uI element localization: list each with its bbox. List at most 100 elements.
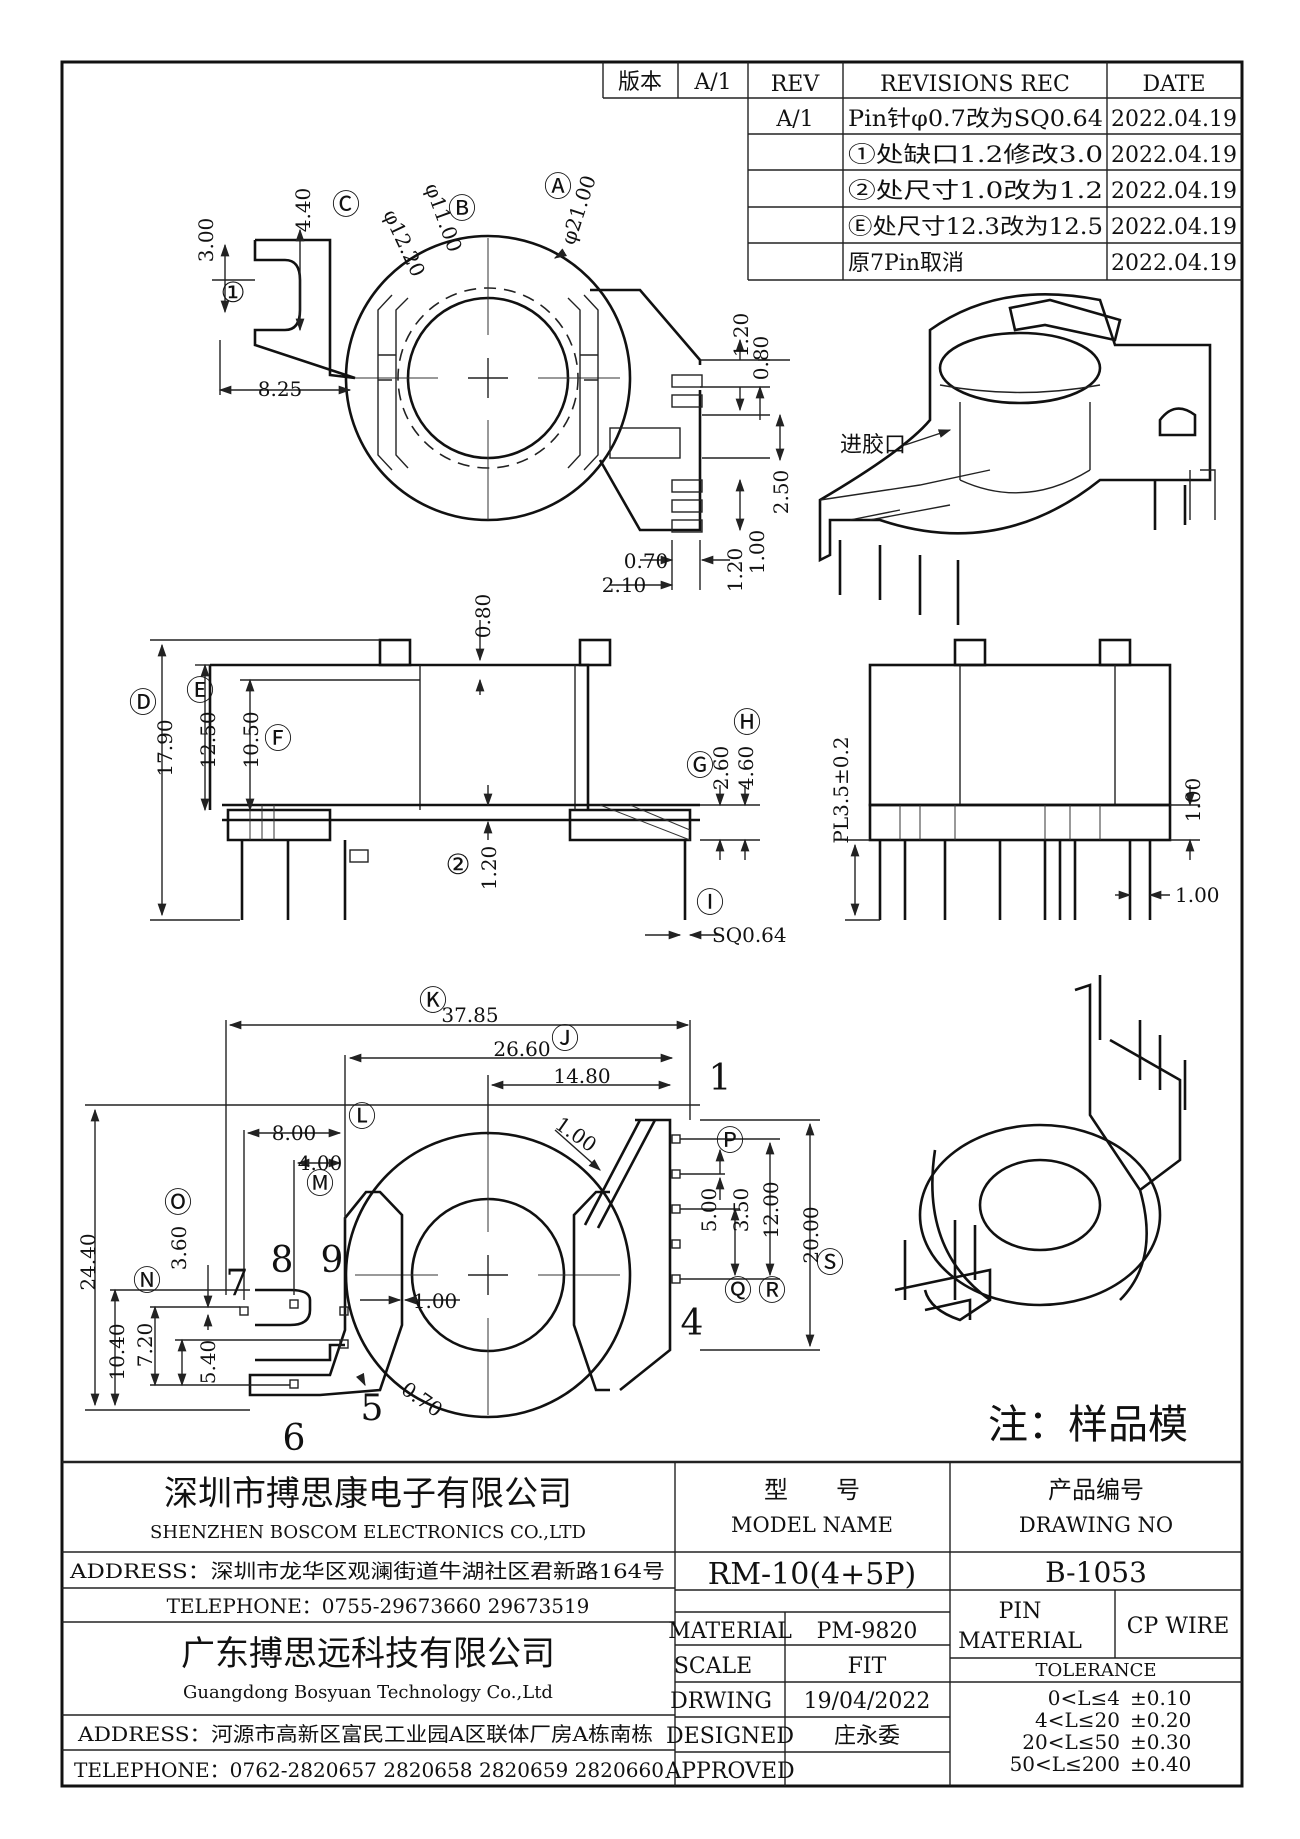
drawing-label: DRWING — [670, 1689, 772, 1714]
model-name-cn: 型 号 — [764, 1476, 860, 1504]
dim-d-label: Ⓓ — [129, 686, 157, 719]
pin-number-9: 9 — [321, 1240, 344, 1281]
dim-sq-0-64: SQ0.64 — [712, 923, 787, 947]
company2-name-cn: 广东搏思远科技有限公司 — [181, 1634, 555, 1674]
dim-10-40: 10.40 — [105, 1323, 129, 1380]
dim-1-20-top: 1.20 — [729, 313, 753, 358]
tolerance-range: 50<L≤200 — [1010, 1752, 1120, 1776]
dim-f-label: Ⓕ — [264, 722, 292, 755]
company1-telephone: TELEPHONE：0755-29673660 29673519 — [167, 1594, 590, 1618]
revision-row-rec: Pin针φ0.7改为SQ0.64 — [848, 107, 1103, 132]
dim-s-label: Ⓢ — [816, 1246, 844, 1279]
dim-two-label: ② — [445, 848, 470, 881]
revision-table: 版本 A/1 REV REVISIONS REC DATE A/1 Pin针φ0… — [602, 62, 1242, 281]
dim-n-label: Ⓝ — [133, 1264, 161, 1297]
designed-value: 庄永委 — [834, 1724, 900, 1749]
tolerance-value: ±0.40 — [1130, 1752, 1191, 1776]
revision-row-rec: ②处尺寸1.0改为1.2 — [848, 179, 1103, 204]
revision-row-rev: A/1 — [775, 107, 813, 132]
approved-label: APPROVED — [664, 1759, 794, 1784]
top-view: ① 3.00 4.40 8.25 Ⓒ φ12.20 φ11.00 Ⓑ Ⓐ φ21… — [194, 170, 793, 597]
pin-number-7: 7 — [226, 1263, 249, 1304]
model-value: RM-10(4+5P) — [708, 1557, 917, 1592]
scale-label: SCALE — [674, 1654, 752, 1679]
dim-e-label: Ⓔ — [186, 674, 214, 707]
dim-0-80-front: 0.80 — [471, 594, 495, 639]
dim-2-60: 2.60 — [709, 746, 733, 791]
version-label: 版本 — [618, 70, 662, 95]
bottom-view: Ⓚ 37.85 Ⓙ 26.60 14.80 Ⓛ 8.00 Ⓜ 4.00 1.00… — [76, 984, 844, 1459]
dim-1-00-bottom: 1.00 — [413, 1289, 458, 1313]
dim-7-20: 7.20 — [133, 1323, 157, 1368]
dim-o-label: Ⓞ — [164, 1186, 192, 1219]
company2-address: ADDRESS：河源市高新区富民工业园A区联体厂房A栋南栋 — [77, 1722, 653, 1746]
dim-4-00: 4.00 — [298, 1151, 343, 1175]
dim-2-10: 2.10 — [602, 573, 647, 597]
pin-number-8: 8 — [271, 1240, 294, 1281]
tolerance-range: 4<L≤20 — [1035, 1708, 1120, 1732]
sample-mold-note: 注：样品模 — [988, 1402, 1188, 1448]
company1-address: ADDRESS：深圳市龙华区观澜街道牛湖社区君新路164号 — [69, 1559, 665, 1583]
isometric-view-top: 进胶口 — [818, 292, 1216, 625]
tolerance-value: ±0.10 — [1130, 1686, 1191, 1710]
dim-phi-12-20: φ12.20 — [378, 206, 430, 281]
company1-name-cn: 深圳市搏思康电子有限公司 — [164, 1474, 572, 1514]
dim-8-00: 8.00 — [272, 1121, 317, 1145]
dim-p-label: Ⓟ — [716, 1124, 744, 1157]
revision-row-rec: ①处缺口1.2修改3.0 — [848, 143, 1103, 168]
dim-0-70: 0.70 — [624, 549, 669, 573]
dim-1-20-front: 1.20 — [477, 846, 501, 891]
pin-material-value: CP WIRE — [1127, 1614, 1230, 1639]
dim-8-25: 8.25 — [258, 377, 303, 401]
dim-1-00-side-b: 1.00 — [1175, 883, 1220, 907]
dim-1-00-radius: 1.00 — [551, 1112, 601, 1157]
dim-c-label: Ⓒ — [332, 188, 360, 221]
dim-12-50: 12.50 — [196, 711, 220, 768]
gate-label: 进胶口 — [840, 433, 906, 458]
dim-4-60: 4.60 — [734, 746, 758, 791]
dim-q-label: Ⓠ — [724, 1274, 752, 1307]
pin-number-1: 1 — [709, 1058, 732, 1099]
title-block: 深圳市搏思康电子有限公司 SHENZHEN BOSCOM ELECTRONICS… — [62, 1460, 1242, 1786]
company1-name-en: SHENZHEN BOSCOM ELECTRONICS CO.,LTD — [150, 1522, 586, 1543]
pin-number-4: 4 — [681, 1303, 704, 1344]
dim-r-label: Ⓡ — [758, 1274, 786, 1307]
revision-row-date: 2022.04.19 — [1111, 143, 1237, 168]
tolerance-range: 0<L≤4 — [1048, 1686, 1120, 1710]
drawing-no-en: DRAWING NO — [1019, 1513, 1173, 1537]
revision-row-rec: Ⓔ处尺寸12.3改为12.5 — [848, 215, 1103, 240]
dim-0-80: 0.80 — [749, 336, 773, 381]
isometric-view-bottom — [894, 975, 1187, 1322]
dim-one-label: ① — [220, 276, 245, 309]
front-view: Ⓓ 17.90 Ⓔ 12.50 Ⓕ 10.50 0.80 Ⓖ 2.60 Ⓗ 4.… — [129, 594, 787, 947]
dim-1-00-side-a: 1.00 — [1181, 778, 1205, 823]
dim-b-label: Ⓑ — [448, 192, 476, 225]
revisions-rec-header: REVISIONS REC — [880, 72, 1070, 97]
material-value: PM-9820 — [817, 1619, 918, 1644]
dim-10-50: 10.50 — [239, 711, 263, 768]
dim-pl: PL3.5±0.2 — [829, 736, 853, 843]
dim-5-00: 5.00 — [697, 1188, 721, 1233]
dim-3-60: 3.60 — [167, 1226, 191, 1271]
dim-3-50: 3.50 — [729, 1188, 753, 1233]
dim-5-40: 5.40 — [196, 1340, 220, 1385]
revision-row-date: 2022.04.19 — [1111, 251, 1237, 276]
dim-12-00: 12.00 — [759, 1181, 783, 1238]
drawing-no-value: B-1053 — [1045, 1556, 1147, 1589]
dim-i-label: Ⓘ — [696, 886, 724, 919]
side-view: PL3.5±0.2 1.00 1.00 — [829, 638, 1220, 921]
version-value: A/1 — [693, 70, 731, 95]
tolerance-range: 20<L≤50 — [1022, 1730, 1120, 1754]
dim-h-label: Ⓗ — [733, 706, 761, 739]
company2-name-en: Guangdong Bosyuan Technology Co.,Ltd — [183, 1682, 553, 1703]
designed-label: DESIGNED — [666, 1724, 794, 1749]
model-name-en: MODEL NAME — [731, 1513, 893, 1537]
drawing-no-cn: 产品编号 — [1048, 1476, 1144, 1504]
pin-material-label-1: PIN — [999, 1599, 1042, 1624]
tolerance-label: TOLERANCE — [1035, 1660, 1156, 1681]
revision-row-rec: 原7Pin取消 — [848, 251, 964, 276]
dim-j-label: Ⓙ — [551, 1022, 579, 1055]
date-header: DATE — [1142, 72, 1205, 97]
revision-row-date: 2022.04.19 — [1111, 215, 1237, 240]
